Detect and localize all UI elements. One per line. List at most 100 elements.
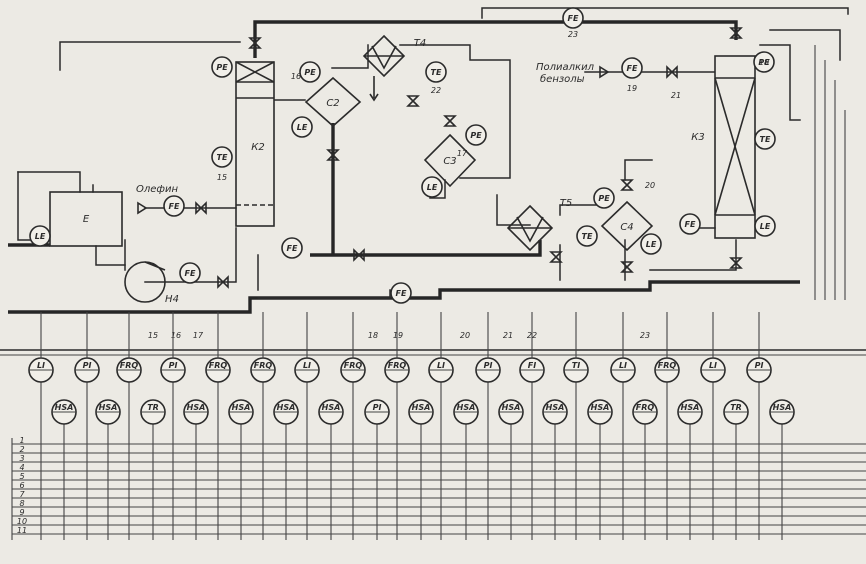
- panel-row2-instrument: HSA: [453, 399, 479, 540]
- panel-row1-instrument: LI: [28, 357, 54, 540]
- panel-tag: TR: [147, 403, 159, 412]
- instrument-tag: LE: [427, 183, 438, 192]
- instrument-bubble: [425, 61, 447, 83]
- instrument-bubble: [211, 56, 233, 78]
- panel-tag: HSA: [681, 403, 700, 412]
- panel-row1-instrument: LI: [294, 357, 320, 540]
- panel-row2-instrument: HSA: [95, 399, 121, 540]
- instrument-bubble: [754, 128, 776, 150]
- instrument-number: 23: [568, 30, 578, 39]
- instrument-bubble: [576, 225, 598, 247]
- panel-tag: FI: [528, 361, 536, 370]
- field-instrument: LE: [754, 215, 776, 237]
- panel-tag: HSA: [187, 403, 206, 412]
- valve-t5: [549, 251, 563, 263]
- valve-k3-top: [729, 27, 743, 39]
- panel-tag: HSA: [412, 403, 431, 412]
- bus-number: 2: [19, 445, 24, 454]
- panel-tag: FRQ: [120, 361, 139, 370]
- valve-k2-top: [248, 37, 262, 49]
- instrument-bubble: [390, 282, 412, 304]
- panel-row2-instrument: HSA: [183, 399, 209, 540]
- panel-tag: PI: [484, 361, 493, 370]
- valve-c3-top: [443, 115, 457, 127]
- instrument-tag: LE: [760, 222, 771, 231]
- panel-tag: HSA: [457, 403, 476, 412]
- instrument-bubble: [299, 61, 321, 83]
- panel-tag: HSA: [773, 403, 792, 412]
- instrument-tag: PE: [216, 63, 228, 72]
- panel-row1-instrument: PI: [475, 357, 501, 540]
- instrument-tag: FE: [627, 64, 638, 73]
- field-instrument: FE: [281, 237, 303, 259]
- field-instrument: LE: [640, 233, 662, 255]
- tank-e-label: E: [83, 214, 90, 225]
- exchanger-t5-label: Т5: [560, 198, 572, 209]
- instrument-bubble: [179, 262, 201, 284]
- instrument-tag: TE: [217, 153, 228, 162]
- panel-row2-instrument: HSA: [769, 399, 795, 540]
- panel-row2-instrument: HSA: [677, 399, 703, 540]
- panel-row2-instrument: FRQ: [632, 399, 658, 540]
- panel-row1-instrument: FRQ: [116, 357, 142, 540]
- instrument-tag: FE: [685, 220, 696, 229]
- olefin-stream-label: Олефин: [136, 184, 178, 195]
- instrument-tag: TE: [582, 232, 593, 241]
- instrument-number: 19: [627, 84, 637, 93]
- panel-tag: LI: [303, 361, 311, 370]
- instrument-bubble: [29, 225, 51, 247]
- loop-number: 16: [171, 331, 181, 340]
- instrument-bubble: [211, 146, 233, 168]
- instrument-tag: FE: [396, 289, 407, 298]
- loop-number: 17: [193, 331, 204, 340]
- valve-number-21: 21: [671, 91, 681, 100]
- instrument-tag: FE: [287, 244, 298, 253]
- panel-row1-instrument: FRQ: [654, 357, 680, 540]
- field-instrument: LE: [291, 116, 313, 138]
- valve-olefin: [195, 201, 207, 215]
- field-instrument: LE: [421, 176, 443, 198]
- panel-row1-instrument: PI: [160, 357, 186, 540]
- loop-number: 15: [148, 331, 158, 340]
- panel-tag: HSA: [591, 403, 610, 412]
- panel-row1-instrument: FI: [519, 357, 545, 540]
- separator-c3: [423, 133, 477, 188]
- reactor-k3: [714, 55, 756, 239]
- loop-number: 19: [393, 331, 403, 340]
- exchanger-t5: [506, 204, 554, 252]
- panel-tag: FRQ: [636, 403, 655, 412]
- panel-tag: PI: [169, 361, 178, 370]
- instrument-bubble: [593, 187, 615, 209]
- process-lines: [8, 7, 849, 314]
- equipment: E К2 К3 С2 С3 С4: [49, 34, 756, 305]
- instrument-bubble: [163, 195, 185, 217]
- panel-row1-instrument: LI: [610, 357, 636, 540]
- valve-c4-top: [620, 179, 634, 191]
- instrument-bubble: [753, 51, 775, 73]
- field-instrument: TE: [754, 128, 776, 150]
- panel-row1-instrument: FRQ: [384, 357, 410, 540]
- separator-c4: [600, 200, 654, 252]
- instrument-bubble: [465, 124, 487, 146]
- polyalkyl-stream-label-2: бензолы: [540, 73, 585, 85]
- instrument-tag: LE: [646, 240, 657, 249]
- instrument-number: 16: [291, 72, 301, 81]
- valve-k3-bottom: [729, 257, 743, 269]
- instrument-tag: TE: [431, 68, 442, 77]
- valve-pump: [217, 275, 229, 289]
- loop-number: 18: [368, 331, 378, 340]
- valve-mid: [353, 248, 365, 262]
- panel-row1-instrument: LI: [428, 357, 454, 540]
- loop-number: 21: [503, 331, 513, 340]
- valve-t4: [406, 95, 420, 107]
- bus-number: 4: [19, 463, 24, 472]
- panel-row1-instrument: PI: [746, 357, 772, 540]
- field-instrument: FE 19: [621, 57, 643, 93]
- pump-h4: [124, 261, 166, 303]
